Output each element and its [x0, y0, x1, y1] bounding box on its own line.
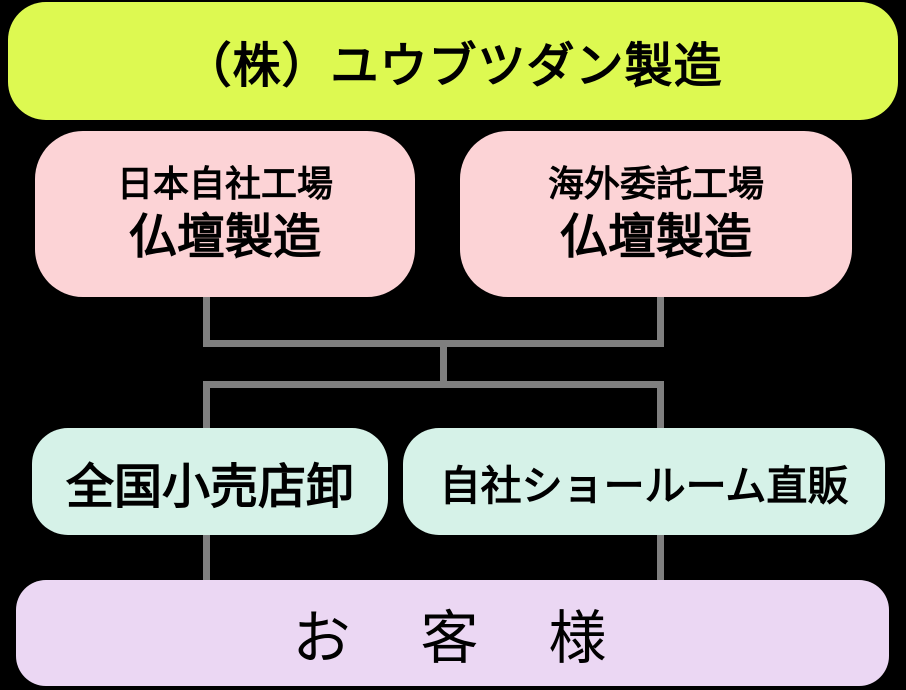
company-box-label: （株）ユウブツダン製造	[183, 40, 723, 93]
connector-factory-right-drop	[657, 296, 664, 347]
channel-box-showroom-direct: 自社ショールーム直販	[403, 428, 885, 535]
connector-customer-left-drop	[203, 533, 210, 583]
channel-box-retail-wholesale-label: 全国小売店卸	[65, 460, 354, 514]
channel-box-retail-wholesale: 全国小売店卸	[32, 428, 388, 535]
connector-channel-left-drop	[203, 381, 210, 430]
factory-box-japan-line2: 仏壇製造	[128, 211, 321, 265]
connector-center-drop	[440, 340, 447, 388]
factory-box-japan: 日本自社工場 仏壇製造	[35, 131, 415, 297]
channel-box-showroom-direct-label: 自社ショールーム直販	[439, 462, 849, 509]
connector-customer-right-drop	[657, 533, 664, 583]
factory-box-overseas-line2: 仏壇製造	[559, 211, 752, 265]
connector-channel-right-drop	[657, 381, 664, 430]
factory-box-overseas-line1: 海外委託工場	[547, 162, 764, 204]
company-box: （株）ユウブツダン製造	[8, 2, 898, 120]
factory-box-overseas: 海外委託工場 仏壇製造	[460, 131, 852, 297]
customer-box-label: お 客 様	[292, 606, 613, 671]
connector-lower-bus	[203, 381, 664, 388]
customer-box: お 客 様	[16, 580, 889, 686]
factory-box-japan-line1: 日本自社工場	[116, 162, 333, 204]
connector-factory-left-drop	[203, 296, 210, 347]
connector-upper-bus	[203, 340, 664, 347]
